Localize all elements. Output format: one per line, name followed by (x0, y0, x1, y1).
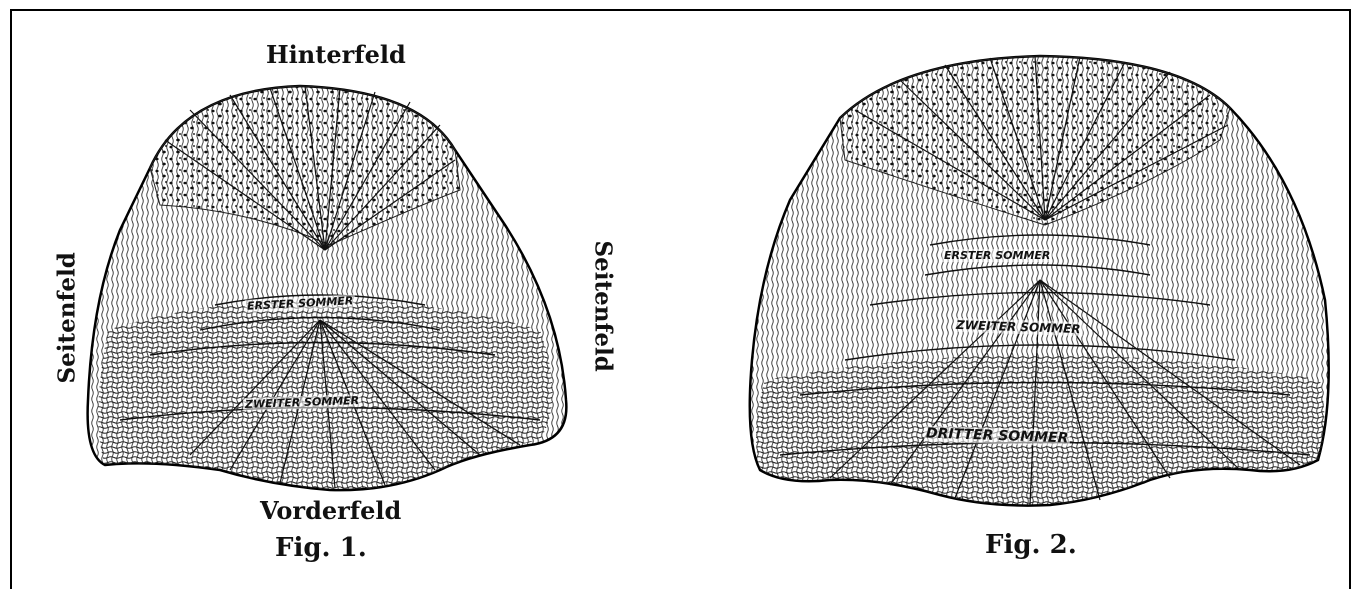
vorderfeld-label: Vorderfeld (260, 496, 401, 525)
fig2-caption: Fig. 2. (985, 530, 1077, 560)
hinterfeld-label: Hinterfeld (266, 40, 406, 69)
fig2-erster-sommer-label: ERSTER SOMMER (942, 249, 1052, 262)
fig1-caption: Fig. 1. (275, 533, 367, 563)
seitenfeld-right-label: Seitenfeld (590, 241, 617, 371)
fig1-scale (88, 86, 567, 490)
seitenfeld-left-label: Seitenfeld (54, 254, 81, 384)
